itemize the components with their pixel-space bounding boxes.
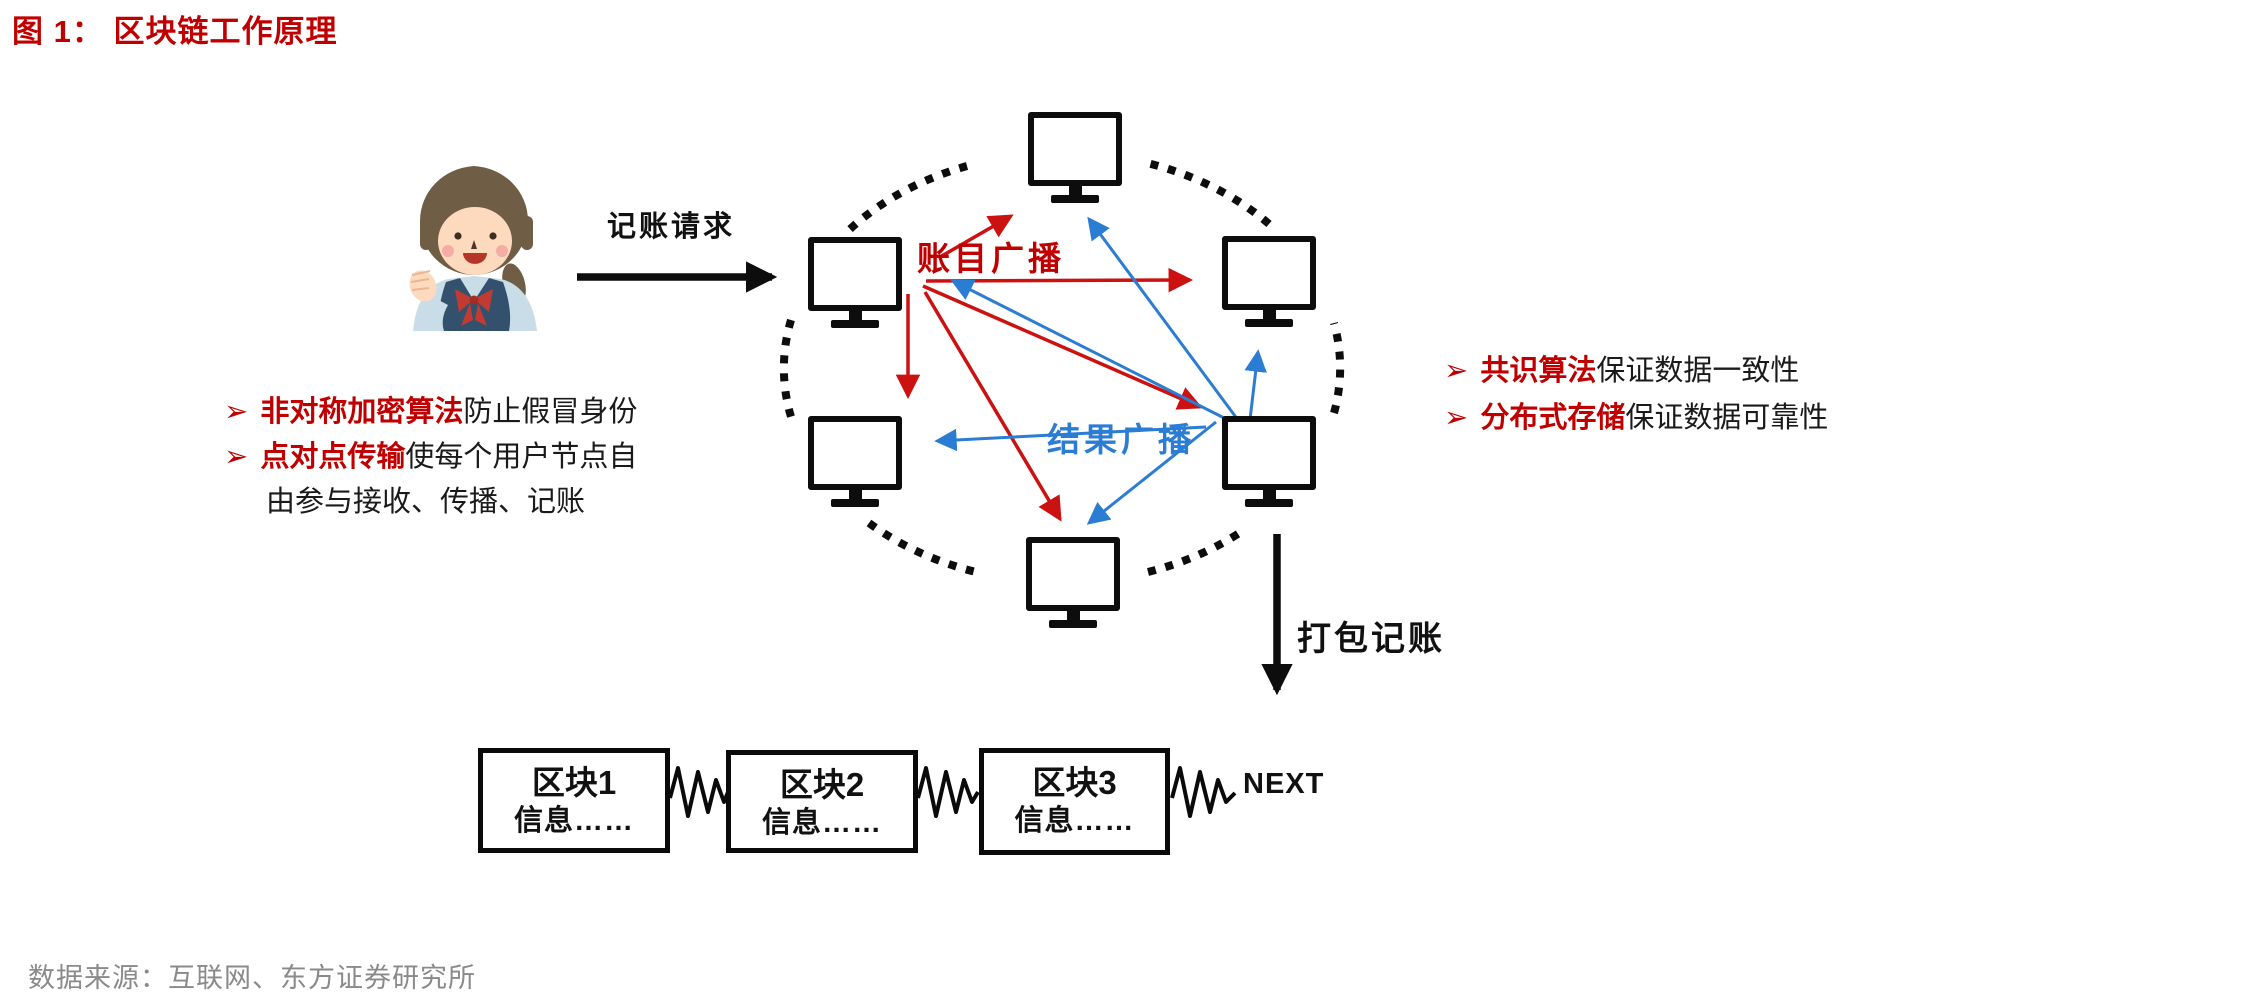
left-note-1-rest: 防止假冒身份: [463, 396, 638, 428]
left-note-2-continuation: 由参与接收、传播、记账: [266, 486, 586, 518]
computer-icon-bottom-left: [808, 416, 902, 507]
computer-icon-bottom-center: [1026, 537, 1120, 628]
monitor-screen: [808, 237, 902, 311]
result-broadcast-label: 结果广播: [1047, 421, 1195, 458]
left-note-2-highlight: 点对点传输: [260, 441, 406, 473]
monitor-screen: [1028, 112, 1122, 186]
block-3-title: 区块3: [1032, 764, 1117, 801]
bullet-arrow-icon: ➢: [224, 441, 249, 473]
bullet-arrow-icon: ➢: [1444, 402, 1469, 434]
block-1: 区块1 信息……: [478, 748, 670, 853]
computer-icon-bookkeeper: [1222, 416, 1316, 507]
data-source-note: 数据来源：互联网、东方证券研究所: [28, 963, 476, 993]
block-2: 区块2 信息……: [726, 750, 918, 853]
right-note-1-rest: 保证数据一致性: [1596, 355, 1800, 387]
block-3-info: 信息……: [1014, 805, 1135, 837]
monitor-screen: [1222, 236, 1316, 310]
computer-icon-left: [808, 237, 902, 328]
block-2-info: 信息……: [761, 807, 882, 839]
block-1-info: 信息……: [513, 805, 634, 837]
right-note-2-rest: 保证数据可靠性: [1625, 402, 1829, 434]
computer-icon-right: [1222, 236, 1316, 327]
monitor-screen: [808, 416, 902, 490]
next-label: NEXT: [1243, 768, 1325, 800]
computer-icon-top: [1028, 112, 1122, 203]
monitor-screen: [1026, 537, 1120, 611]
monitor-screen: [1222, 416, 1316, 490]
left-note-2-rest: 使每个用户节点自: [405, 441, 638, 473]
bullet-arrow-icon: ➢: [224, 396, 249, 428]
request-label: 记账请求: [607, 211, 736, 243]
right-notes: ➢ 共识算法保证数据一致性 ➢ 分布式存储保证数据可靠性: [1444, 348, 1828, 442]
package-label: 打包记账: [1297, 620, 1445, 658]
right-note-2: ➢ 分布式存储保证数据可靠性: [1444, 395, 1828, 442]
right-note-2-highlight: 分布式存储: [1480, 402, 1626, 434]
block-2-title: 区块2: [779, 766, 865, 803]
left-note-1: ➢ 非对称加密算法防止假冒身份: [224, 390, 637, 435]
ledger-broadcast-label: 账目广播: [917, 240, 1065, 277]
dotted-circle: [779, 158, 1345, 576]
block-3: 区块3 信息……: [979, 748, 1170, 855]
bullet-arrow-icon: ➢: [1444, 355, 1469, 387]
left-note-2: ➢ 点对点传输使每个用户节点自: [224, 435, 637, 480]
person-illustration: [409, 166, 537, 331]
right-note-1: ➢ 共识算法保证数据一致性: [1444, 348, 1828, 395]
figure-title: 图 1： 区块链工作原理: [12, 14, 338, 49]
left-notes: ➢ 非对称加密算法防止假冒身份 ➢ 点对点传输使每个用户节点自 由参与接收、传播、记…: [224, 390, 637, 525]
right-note-1-highlight: 共识算法: [1480, 355, 1597, 387]
block-1-title: 区块1: [531, 764, 617, 801]
left-note-1-highlight: 非对称加密算法: [260, 396, 464, 428]
